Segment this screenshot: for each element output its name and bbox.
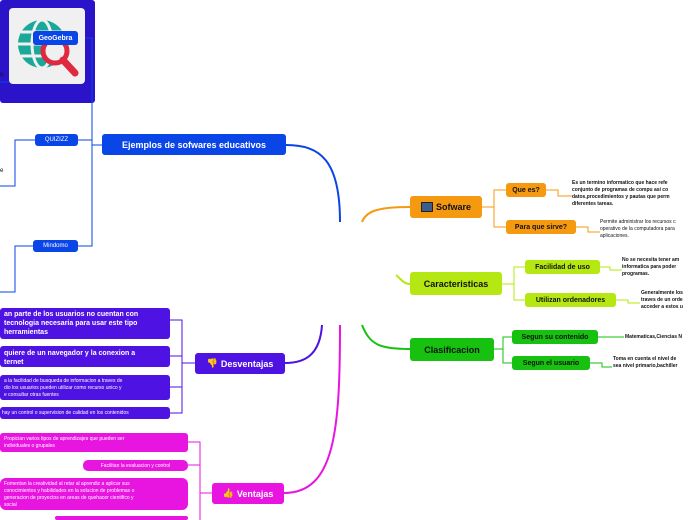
subtopic-que-es[interactable]: Que es? [506, 183, 546, 197]
ventaja-3-line-2: conocimientos y habilidades en la soluci… [4, 488, 135, 494]
subtopic-para-que-sirve[interactable]: Para que sirve? [506, 220, 576, 234]
ventaja-3-line-4: social [4, 502, 17, 508]
ventaja-3-line-3: generacion de proyectos en areas de queh… [4, 495, 134, 501]
facilidad-de-uso-desc-line-2: informatica para poder [622, 264, 677, 270]
topic-sofware-label: Sofware [435, 202, 471, 212]
segun-usuario-desc-line-2: sea nivel primario,bachiller [613, 363, 678, 369]
facilidad-de-uso-desc: No se necesita tener am informatica para… [622, 257, 696, 278]
subtopic-utilizan-ordenadores-label: Utilizan ordenadores [535, 296, 606, 304]
topic-ventajas[interactable]: 👍 Ventajas [212, 483, 284, 504]
ventaja-2[interactable]: Facilitan la evaluacion y control [83, 460, 188, 471]
desventaja-4-line-1: hay un control o supervision de calidad … [2, 410, 129, 416]
central-label: ñ [344, 86, 352, 97]
ventaja-2-line-1: Facilitan la evaluacion y control [100, 462, 171, 469]
para-que-sirve-desc-line-1: Permite administrar los recursos c [600, 219, 676, 225]
topic-clasificacion[interactable]: Clasificacion [410, 338, 494, 361]
subtopic-geogebra[interactable]: GeoGebra [33, 31, 78, 45]
topic-ejemplos[interactable]: Ejemplos de sofwares educativos [102, 134, 286, 155]
ventaja-1[interactable]: Propician varios tipos de aprendizajes q… [0, 433, 188, 452]
utilizan-ordenadores-desc-line-2: traves de un orde [641, 297, 683, 303]
desventaja-1-line-1: an parte de los usuarios no cuentan con [4, 311, 139, 318]
subtopic-segun-usuario-label: Segun el usuario [522, 359, 580, 367]
desventaja-2[interactable]: quiere de un navegador y la conexion a t… [0, 346, 170, 367]
que-es-desc: Es un termino informatico que hace refe … [572, 180, 696, 208]
subtopic-mindomo[interactable]: Mindomo [33, 240, 78, 252]
globe-search-icon [18, 18, 79, 77]
ventaja-3[interactable]: Fomentan la creatividad al retar al apre… [0, 478, 188, 510]
segun-contenido-desc: Matematicas,Ciencias N [625, 334, 696, 341]
segun-usuario-desc-line-1: Toma en cuenta el nivel de [613, 356, 677, 362]
topic-ventajas-label: Ventajas [236, 488, 274, 499]
subtopic-para-que-sirve-label: Para que sirve? [514, 223, 568, 231]
subtopic-geogebra-label: GeoGebra [38, 34, 73, 42]
subtopic-facilidad-de-uso[interactable]: Facilidad de uso [525, 260, 600, 274]
topic-caracteristicas-label: Caracteristicas [423, 278, 489, 289]
topic-sofware[interactable]: Sofware [410, 196, 482, 218]
thumbs-down-icon: 👎 [206, 358, 218, 368]
subtopic-utilizan-ordenadores[interactable]: Utilizan ordenadores [525, 293, 616, 307]
desventaja-2-line-1: quiere de un navegador y la conexion a [4, 350, 136, 357]
segun-contenido-desc-line-1: Matematicas,Ciencias N [625, 334, 682, 340]
utilizan-ordenadores-desc: Generalmente los traves de un orde acced… [641, 290, 696, 311]
topic-clasificacion-label: Clasificacion [424, 344, 480, 355]
desventaja-4[interactable]: hay un control o supervision de calidad … [0, 407, 170, 419]
subtopic-segun-usuario[interactable]: Segun el usuario [512, 356, 590, 370]
central-image [9, 8, 85, 84]
subtopic-que-es-label: Que es? [512, 186, 540, 194]
desventaja-1[interactable]: an parte de los usuarios no cuentan con … [0, 308, 170, 339]
topic-ejemplos-label: Ejemplos de sofwares educativos [121, 139, 267, 150]
ventaja-3-line-1: Fomentan la creatividad al retar al apre… [4, 481, 130, 487]
para-que-sirve-desc-line-3: aplicaciones. [600, 233, 629, 239]
subtopic-facilidad-de-uso-label: Facilidad de uso [535, 263, 590, 271]
que-es-desc-line-1: Es un termino informatico que hace refe [572, 180, 668, 186]
segun-usuario-desc: Toma en cuenta el nivel de sea nivel pri… [613, 356, 696, 370]
subtopic-quizizz[interactable]: QUIZIZZ [35, 134, 78, 146]
para-que-sirve-desc: Permite administrar los recursos c opera… [600, 219, 696, 240]
ventaja-1-line-1: Propician varios tipos de aprendizajes q… [4, 436, 125, 442]
topic-desventajas-label: Desventajas [220, 358, 274, 369]
subtopic-segun-contenido[interactable]: Segun su contenido [512, 330, 598, 344]
utilizan-ordenadores-desc-line-1: Generalmente los [641, 290, 683, 296]
geogebra-note: o [0, 72, 4, 78]
ventaja-4[interactable] [55, 516, 188, 520]
desventaja-1-line-2: tecnologia necesaria para usar este tipo [4, 320, 138, 327]
topic-caracteristicas[interactable]: Caracteristicas [410, 272, 502, 295]
quizizz-note: e [0, 168, 4, 174]
computer-icon [420, 202, 433, 212]
utilizan-ordenadores-desc-line-3: acceder a estos u [641, 304, 683, 310]
desventaja-3-line-3: e consultar otras fuentes [4, 392, 59, 398]
subtopic-segun-contenido-label: Segun su contenido [521, 333, 589, 341]
desventaja-3-line-2: dio los usuarios pueden utilizar como re… [4, 385, 122, 391]
desventaja-3[interactable]: a la facilidad de busqueda de informacio… [0, 375, 170, 400]
topic-desventajas[interactable]: 👎 Desventajas [195, 353, 285, 374]
subtopic-quizizz-label: QUIZIZZ [44, 137, 69, 143]
para-que-sirve-desc-line-2: operativo de la computadora para [600, 226, 675, 232]
desventaja-3-line-1: a la facilidad de busqueda de informacio… [4, 378, 123, 384]
desventaja-2-line-2: ternet [4, 359, 24, 366]
que-es-desc-line-2: conjunto de programas de compu así co [572, 187, 669, 193]
subtopic-mindomo-label: Mindomo [43, 243, 68, 249]
facilidad-de-uso-desc-line-1: No se necesita tener am [622, 257, 680, 263]
facilidad-de-uso-desc-line-3: programas. [622, 271, 650, 277]
que-es-desc-line-4: diferentes tareas. [572, 201, 614, 207]
thumbs-up-icon: 👍 [222, 488, 234, 498]
central-topic[interactable]: ñ [0, 0, 351, 103]
ventaja-1-line-2: individuales o grupales [4, 443, 55, 449]
desventaja-1-line-3: herramientas [4, 329, 48, 336]
que-es-desc-line-3: datos,procedimientos y pautas que perm [572, 194, 670, 200]
